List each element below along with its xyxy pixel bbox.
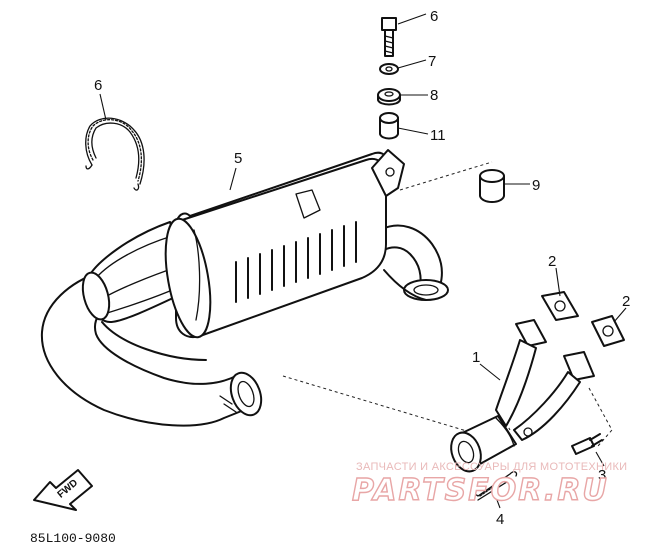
spring-part — [85, 117, 145, 191]
joint-spring-part — [469, 471, 518, 501]
callout-9: 11 — [430, 127, 446, 144]
watermark-caption: ЗАПЧАСТИ И АКСЕССУАРЫ ДЛЯ МОТОТЕХНИКИ — [356, 461, 627, 473]
muffler-cone — [81, 221, 191, 323]
gasket-part-lower — [591, 315, 625, 347]
callout-5: 5 — [234, 150, 242, 167]
washer-part — [379, 63, 399, 75]
diagram-code: 85L100-9080 — [30, 531, 116, 546]
collar-part — [379, 112, 399, 140]
damper-part — [479, 169, 505, 203]
callout-8: 7 — [428, 53, 436, 70]
callout-6: 6 — [94, 77, 102, 94]
callout-11: 8 — [430, 87, 438, 104]
callout-10: 9 — [532, 177, 540, 194]
callout-3: 3 — [598, 467, 606, 484]
watermark: ЗАПЧАСТИ И АКСЕССУАРЫ ДЛЯ МОТОТЕХНИКИ PA… — [351, 461, 627, 509]
callout-1: 1 — [472, 349, 480, 366]
bolt-part — [381, 17, 397, 57]
callout-2b: 2 — [622, 293, 630, 310]
muffler-outlet-pipe — [379, 224, 449, 301]
leader-lines — [99, 13, 627, 509]
callout-4: 4 — [496, 511, 504, 528]
callout-7: 6 — [430, 8, 438, 25]
callout-2a: 2 — [548, 253, 556, 270]
watermark-brand: PARTSFOR.RU — [352, 473, 609, 508]
callouts: 6 7 8 11 9 5 6 2 2 1 3 4 — [94, 8, 630, 528]
gasket-part-upper — [541, 291, 579, 321]
grommet-part — [377, 88, 401, 106]
stud-bolt-part — [571, 433, 603, 455]
muffler-part — [164, 149, 405, 339]
fwd-arrow-icon: FWD — [33, 469, 93, 511]
exhaust-header-part — [450, 319, 595, 473]
